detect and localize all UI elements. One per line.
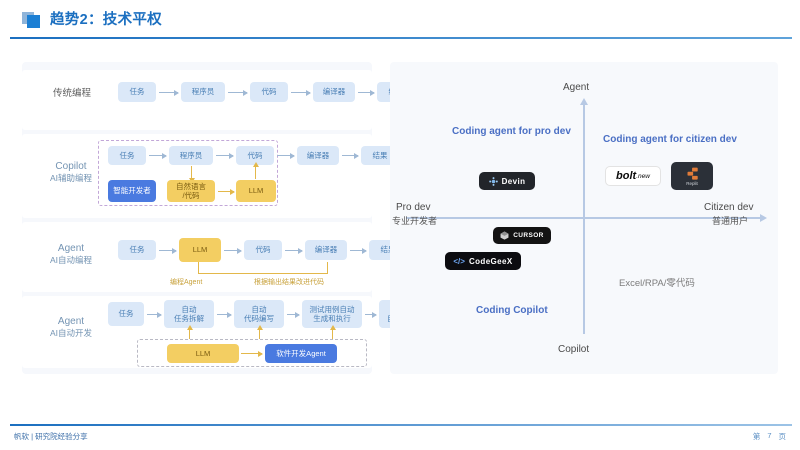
arrow-r3-3 <box>285 247 303 254</box>
logo-bolt-suffix: .new <box>636 172 650 180</box>
logo-cursor-text: CURSOR <box>513 232 544 239</box>
logo-codegeex-text: CodeGeeX <box>468 256 513 266</box>
agent-layer-outline <box>137 339 367 367</box>
page-indicator: 第 7 页 <box>753 431 786 442</box>
quadrant-label-bottom-left: Coding Copilot <box>476 305 548 316</box>
axis-label-citizen-dev-en: Citizen dev <box>704 202 754 213</box>
caption-improve-code: 根据输出结果改进代码 <box>254 279 324 286</box>
flow-node-programmer-r2: 程序员 <box>169 146 213 165</box>
evolution-diagram-panel: 传统编程 任务 程序员 代码 编译器 结果 Copilot AI辅助编程 任务 … <box>22 62 425 374</box>
flow-node-compiler-r1: 编译器 <box>313 82 355 102</box>
flow-node-code-r3: 代码 <box>244 240 282 260</box>
arrow-agent-to-testcase <box>329 325 336 339</box>
flow-node-auto-code-r4: 自动 代码编写 <box>234 300 284 328</box>
flow-node-task-r2: 任务 <box>108 146 146 165</box>
flow-node-llm-r4: LLM <box>167 344 239 363</box>
row-label-agent-dev-cn: AI自动开发 <box>49 328 93 338</box>
arrow-llm-to-autocode <box>256 325 263 339</box>
row-label-copilot: Copilot AI辅助编程 <box>28 160 114 184</box>
arrow-r2-2 <box>216 152 234 159</box>
arrow-r3-2 <box>224 247 242 254</box>
flow-node-task-r4: 任务 <box>108 302 144 326</box>
arrow-r1-1 <box>159 89 179 96</box>
arrow-r1-2 <box>228 89 248 96</box>
arrow-r1-4 <box>358 89 375 96</box>
page-prefix: 第 <box>752 432 761 441</box>
devin-mark-icon <box>488 176 498 186</box>
flow-node-task-decompose-r4: 自动 任务拆解 <box>164 300 214 328</box>
arrow-r4-2 <box>217 311 232 318</box>
caption-coding-agent: 编程Agent <box>170 279 203 286</box>
arrow-r2-4 <box>342 152 359 159</box>
flow-node-compiler-r2: 编译器 <box>297 146 339 165</box>
arrow-r2-1 <box>149 152 167 159</box>
page-title: 趋势2：技术平权 <box>50 12 162 28</box>
axis-label-agent: Agent <box>563 82 590 93</box>
arrow-programmer-to-nl <box>188 166 195 183</box>
logo-codegeex[interactable]: </> CodeGeeX <box>445 252 521 270</box>
logo-devin[interactable]: Devin <box>479 172 535 190</box>
logo-replit[interactable]: Replit <box>671 162 713 190</box>
logo-devin-text: Devin <box>501 176 526 186</box>
page-number: 7 <box>767 431 772 440</box>
flow-node-programmer-r1: 程序员 <box>181 82 225 102</box>
axis-label-pro-dev-cn: 专业开发者 <box>392 216 438 226</box>
axis-label-copilot: Copilot <box>558 344 590 355</box>
flow-node-smart-dev-r2: 智能开发者 <box>108 180 156 202</box>
page-suffix: 页 <box>778 432 787 441</box>
flow-node-result-r2: 结果 <box>361 146 399 165</box>
cursor-mark-icon <box>500 231 509 240</box>
arrow-llm-to-decompose <box>186 325 193 339</box>
flow-node-code-r2: 代码 <box>236 146 274 165</box>
arrow-r3-4 <box>350 247 367 254</box>
flow-node-task-r3: 任务 <box>118 240 156 260</box>
flow-node-llm-r3: LLM <box>179 238 221 262</box>
header-divider <box>10 37 792 39</box>
arrow-llm-to-devagent <box>241 350 263 357</box>
vertical-axis <box>580 98 587 334</box>
row-label-copilot-cn: AI辅助编程 <box>49 173 93 183</box>
arrow-llm-to-code <box>252 162 259 179</box>
axis-label-citizen-dev-cn: 普通用户 <box>712 216 749 226</box>
flow-node-natural-language-r2: 自然语言 /代码 <box>167 180 215 202</box>
quadrant-label-bottom-right: Excel/RPA/零代码 <box>619 278 695 289</box>
flow-node-task-r1: 任务 <box>118 82 156 102</box>
footer-brand: 帆软 | 研究院经验分享 <box>14 432 88 441</box>
flow-node-code-r1: 代码 <box>250 82 288 102</box>
arrow-r4-4 <box>365 311 377 318</box>
row-label-copilot-en: Copilot <box>55 161 87 172</box>
flow-node-compiler-r3: 编译器 <box>305 240 347 260</box>
quadrant-chart-panel: Agent Copilot Pro dev 专业开发者 Citizen dev … <box>390 62 778 374</box>
arrow-r3-1 <box>159 247 177 254</box>
axis-label-pro-dev-en: Pro dev <box>396 202 431 213</box>
arrow-nl-to-llm <box>218 188 235 195</box>
row-label-agent-coding-en: Agent <box>57 243 85 254</box>
arrow-r1-3 <box>291 89 311 96</box>
logo-bolt-text: bolt <box>616 170 637 182</box>
horizontal-axis <box>406 214 767 221</box>
quadrant-label-top-right: Coding agent for citizen dev <box>603 134 737 145</box>
copilot-group-outline <box>98 140 278 206</box>
row-label-traditional: 传统编程 <box>52 88 91 99</box>
logo-cursor[interactable]: CURSOR <box>493 227 551 244</box>
flow-node-testcase-r4: 测试用例自动 生成和执行 <box>302 300 362 328</box>
row-label-agent-dev: Agent AI自动开发 <box>28 315 114 339</box>
flow-node-llm-r2: LLM <box>236 180 276 202</box>
codegeex-brackets-icon: </> <box>453 256 465 266</box>
row-label-agent-dev-en: Agent <box>57 316 85 327</box>
quadrant-label-top-left: Coding agent for pro dev <box>452 126 571 137</box>
row-label-agent-coding-cn: AI自动编程 <box>49 255 93 265</box>
replit-mark-icon <box>687 167 698 180</box>
logo-replit-text: Replit <box>686 180 698 186</box>
arrow-r4-3 <box>287 311 300 318</box>
row-label-agent-coding: Agent AI自动编程 <box>28 242 114 266</box>
slide-header: 趋势2：技术平权 <box>0 0 800 40</box>
arrow-r2-3 <box>277 152 295 159</box>
feedback-loop-r3 <box>198 262 328 274</box>
arrow-r4-1 <box>147 311 162 318</box>
footer-divider <box>10 424 792 426</box>
stacked-squares-icon <box>22 12 42 28</box>
logo-bolt-new[interactable]: bolt.new <box>605 166 661 186</box>
flow-node-software-dev-agent-r4: 软件开发Agent <box>265 344 337 363</box>
